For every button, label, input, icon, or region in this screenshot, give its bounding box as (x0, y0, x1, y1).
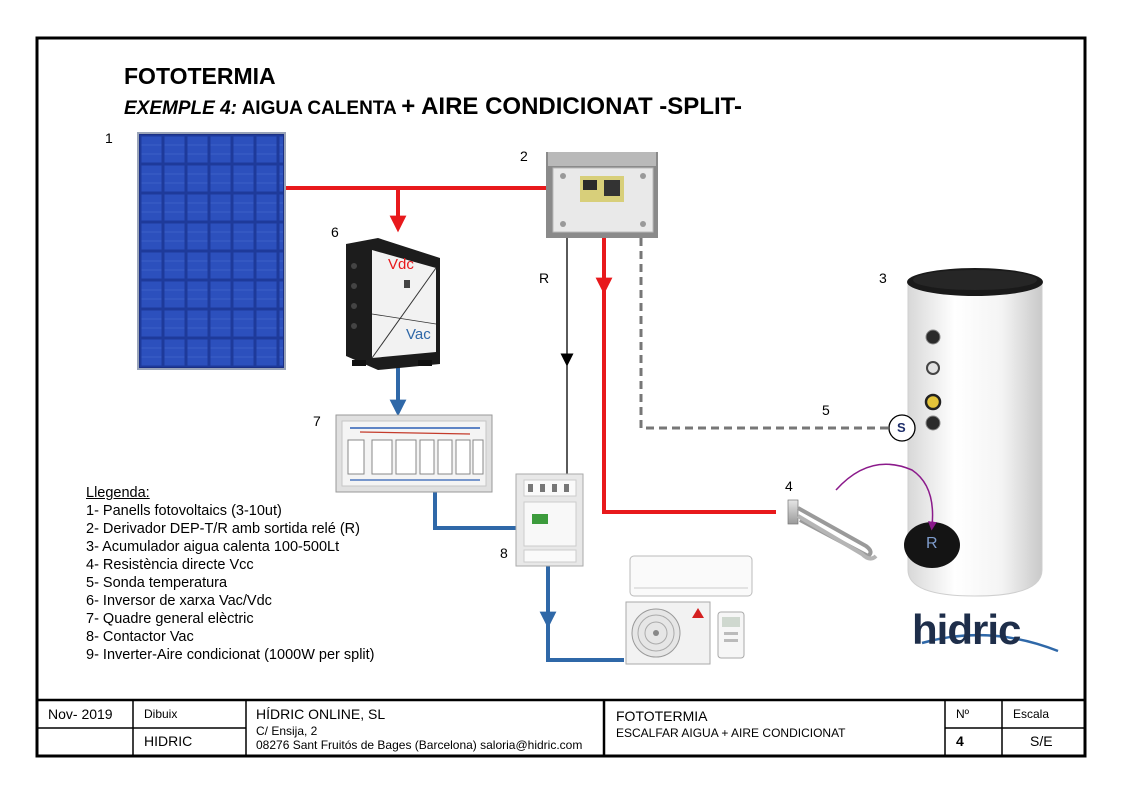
sheet-frame (35, 36, 1087, 758)
legend: Llegenda: 1- Panells fotovoltaics (3-10u… (86, 484, 375, 664)
legend-item: 3- Acumulador aigua calenta 100-500Lt (86, 539, 340, 555)
ac-line-quadre-contactor (433, 492, 516, 530)
legend-item: 2- Derivador DEP-T/R amb sortida relé (R… (86, 521, 360, 537)
relay-label: R (539, 270, 550, 286)
resistor-label: R (926, 535, 938, 552)
immersion-heater-icon (787, 499, 878, 561)
vac-label: Vac (406, 326, 431, 343)
component-number-3: 3 (879, 270, 887, 286)
tb-date: Nov- 2019 (48, 706, 113, 722)
legend-item: 1- Panells fotovoltaics (3-10ut) (86, 503, 282, 519)
hidric-logo: hidric (912, 606, 1021, 653)
tb-drawn-value: HIDRIC (144, 733, 193, 749)
example-prefix: EXEMPLE 4: (124, 98, 237, 119)
legend-item: 5- Sonda temperatura (86, 575, 228, 591)
heat-transfer-arrow (835, 463, 937, 531)
component-number-6: 6 (331, 224, 339, 240)
page-title: FOTOTERMIA (124, 63, 276, 89)
page-subtitle: EXEMPLE 4: AIGUA CALENTA + AIRE CONDICIO… (124, 93, 742, 121)
component-number-4: 4 (785, 478, 793, 494)
logo-wave (921, 633, 1059, 653)
electrical-panel-icon (335, 414, 493, 493)
tb-drawn-label: Dibuix (144, 707, 178, 721)
air-conditioner-icon (625, 555, 753, 665)
solar-panel-icon (137, 132, 286, 370)
component-number-2: 2 (520, 148, 528, 164)
tb-subtitle: ESCALFAR AIGUA + AIRE CONDICIONAT (616, 726, 846, 740)
tb-company: HÍDRIC ONLINE, SL (256, 706, 386, 722)
vdc-label: Vdc (388, 256, 414, 273)
tb-scale-label: Escala (1013, 707, 1050, 721)
example-part2: + AIRE CONDICIONAT -SPLIT- (401, 93, 742, 120)
legend-item: 7- Quadre general elèctric (86, 611, 254, 627)
example-part1: AIGUA CALENTA (241, 98, 397, 119)
title-block (37, 698, 1085, 756)
contactor-icon (515, 473, 584, 567)
inverter-icon (346, 238, 440, 370)
tb-number-value: 4 (956, 733, 964, 749)
tb-address2: 08276 Sant Fruitós de Bages (Barcelona) … (256, 738, 583, 752)
component-number-8: 8 (500, 545, 508, 561)
derivator-box-icon (546, 152, 658, 238)
sensor-label: S (897, 420, 906, 435)
legend-item: 9- Inverter-Aire condicionat (1000W per … (86, 647, 375, 663)
tb-number-label: Nº (956, 707, 970, 721)
tb-address1: C/ Ensija, 2 (256, 724, 318, 738)
component-number-5: 5 (822, 402, 830, 418)
dc-line-resistor (602, 286, 776, 514)
tb-scale-value: S/E (1030, 733, 1053, 749)
legend-heading: Llegenda: (86, 485, 150, 501)
sensor-line (639, 238, 888, 430)
temperature-sensor-icon (888, 414, 916, 442)
legend-item: 6- Inversor de xarxa Vac/Vdc (86, 593, 272, 609)
legend-item: 8- Contactor Vac (86, 629, 194, 645)
component-number-7: 7 (313, 413, 321, 429)
tb-project: FOTOTERMIA (616, 708, 708, 724)
legend-item: 4- Resistència directe Vcc (86, 557, 254, 573)
hot-water-tank-icon (904, 268, 1043, 597)
component-number-1: 1 (105, 130, 113, 146)
ac-line-split (546, 612, 624, 662)
